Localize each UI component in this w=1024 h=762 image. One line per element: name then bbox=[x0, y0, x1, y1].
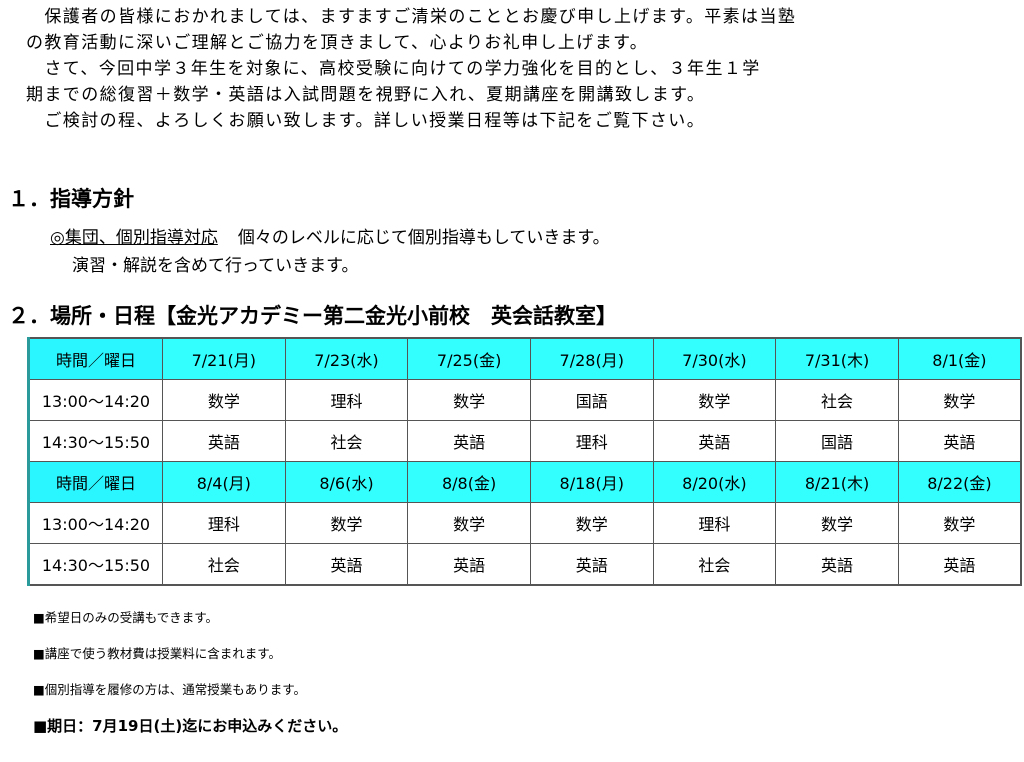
intro-paragraph: 保護者の皆様におかれましては、ますますご清栄のこととお慶び申し上げます。平素は当… bbox=[26, 4, 1016, 134]
subject-cell: 英語 bbox=[897, 543, 1022, 586]
policy-line-2: 演習・解説を含めて行っていきます。 bbox=[72, 256, 359, 276]
date-cell: 7/30(水) bbox=[652, 337, 777, 380]
date-cell: 8/6(水) bbox=[284, 461, 409, 503]
time-cell: 14:30～15:50 bbox=[27, 420, 163, 462]
note-item: ■希望日のみの受講もできます。 bbox=[33, 610, 219, 625]
subject-cell: 数学 bbox=[407, 379, 531, 421]
policy-label: ◎集団、個別指導対応 bbox=[50, 228, 218, 248]
date-cell: 7/25(金) bbox=[407, 337, 531, 380]
note-item: ■個別指導を履修の方は、通常授業もあります。 bbox=[33, 682, 307, 697]
schedule-header-row: 時間／曜日 8/4(月) 8/6(水) 8/8(金) 8/18(月) 8/20(… bbox=[27, 461, 1022, 503]
subject-cell: 国語 bbox=[529, 379, 654, 421]
date-cell: 8/8(金) bbox=[407, 461, 531, 503]
subject-cell: 理科 bbox=[162, 502, 286, 544]
date-cell: 7/28(月) bbox=[529, 337, 654, 380]
subject-cell: 英語 bbox=[407, 543, 531, 586]
time-cell: 14:30～15:50 bbox=[27, 543, 163, 586]
subject-cell: 数学 bbox=[652, 379, 777, 421]
date-cell: 7/21(月) bbox=[162, 337, 286, 380]
header-cell: 時間／曜日 bbox=[27, 461, 163, 503]
subject-cell: 国語 bbox=[775, 420, 899, 462]
subject-cell: 英語 bbox=[897, 420, 1022, 462]
subject-cell: 理科 bbox=[529, 420, 654, 462]
subject-cell: 数学 bbox=[897, 502, 1022, 544]
date-cell: 8/22(金) bbox=[897, 461, 1022, 503]
time-cell: 13:00～14:20 bbox=[27, 502, 163, 544]
intro-line: 保護者の皆様におかれましては、ますますご清栄のこととお慶び申し上げます。平素は当… bbox=[26, 7, 797, 27]
section-heading-policy: １．指導方針 bbox=[8, 187, 134, 211]
section-heading-schedule: ２．場所・日程【金光アカデミー第二金光小前校 英会話教室】 bbox=[8, 304, 617, 328]
intro-line: 期までの総復習＋数学・英語は入試問題を視野に入れ、夏期講座を開講致します。 bbox=[26, 85, 706, 105]
schedule-row: 13:00～14:20 理科 数学 数学 数学 理科 数学 数学 bbox=[27, 502, 1022, 544]
subject-cell: 社会 bbox=[652, 543, 777, 586]
schedule-row: 14:30～15:50 英語 社会 英語 理科 英語 国語 英語 bbox=[27, 420, 1022, 462]
date-cell: 8/4(月) bbox=[162, 461, 286, 503]
schedule-table: 時間／曜日 7/21(月) 7/23(水) 7/25(金) 7/28(月) 7/… bbox=[27, 337, 1022, 586]
date-cell: 8/21(木) bbox=[775, 461, 899, 503]
policy-block: ◎集団、個別指導対応個々のレベルに応じて個別指導もしていきます。 演習・解説を含… bbox=[50, 224, 610, 280]
subject-cell: 社会 bbox=[162, 543, 286, 586]
subject-cell: 数学 bbox=[897, 379, 1022, 421]
note-item: ■講座で使う教材費は授業料に含まれます。 bbox=[33, 646, 282, 661]
subject-cell: 数学 bbox=[529, 502, 654, 544]
subject-cell: 英語 bbox=[529, 543, 654, 586]
schedule-row: 14:30～15:50 社会 英語 英語 英語 社会 英語 英語 bbox=[27, 543, 1022, 586]
subject-cell: 数学 bbox=[284, 502, 409, 544]
header-cell: 時間／曜日 bbox=[27, 337, 163, 380]
notes-block: ■希望日のみの受講もできます。 ■講座で使う教材費は授業料に含まれます。 ■個別… bbox=[33, 600, 347, 744]
date-cell: 7/23(水) bbox=[284, 337, 409, 380]
policy-line: ◎集団、個別指導対応個々のレベルに応じて個別指導もしていきます。 bbox=[50, 224, 610, 252]
intro-line: さて、今回中学３年生を対象に、高校受験に向けての学力強化を目的とし、３年生１学 bbox=[26, 59, 761, 79]
subject-cell: 英語 bbox=[162, 420, 286, 462]
schedule-header-row: 時間／曜日 7/21(月) 7/23(水) 7/25(金) 7/28(月) 7/… bbox=[27, 337, 1022, 380]
policy-text: 個々のレベルに応じて個別指導もしていきます。 bbox=[237, 228, 610, 248]
subject-cell: 英語 bbox=[775, 543, 899, 586]
deadline-note: ■期日：7月19日(土)迄にお申込みください。 bbox=[33, 717, 348, 735]
time-cell: 13:00～14:20 bbox=[27, 379, 163, 421]
date-cell: 8/1(金) bbox=[897, 337, 1022, 380]
subject-cell: 数学 bbox=[162, 379, 286, 421]
subject-cell: 数学 bbox=[775, 502, 899, 544]
date-cell: 8/18(月) bbox=[529, 461, 654, 503]
subject-cell: 社会 bbox=[284, 420, 409, 462]
subject-cell: 社会 bbox=[775, 379, 899, 421]
subject-cell: 英語 bbox=[284, 543, 409, 586]
subject-cell: 英語 bbox=[652, 420, 777, 462]
subject-cell: 英語 bbox=[407, 420, 531, 462]
schedule-row: 13:00～14:20 数学 理科 数学 国語 数学 社会 数学 bbox=[27, 379, 1022, 421]
intro-line: の教育活動に深いご理解とご協力を頂きまして、心よりお礼申し上げます。 bbox=[26, 33, 649, 53]
subject-cell: 理科 bbox=[652, 502, 777, 544]
subject-cell: 理科 bbox=[284, 379, 409, 421]
intro-line: ご検討の程、よろしくお願い致します。詳しい授業日程等は下記をご覧下さい。 bbox=[26, 111, 706, 131]
date-cell: 7/31(木) bbox=[775, 337, 899, 380]
subject-cell: 数学 bbox=[407, 502, 531, 544]
date-cell: 8/20(水) bbox=[652, 461, 777, 503]
